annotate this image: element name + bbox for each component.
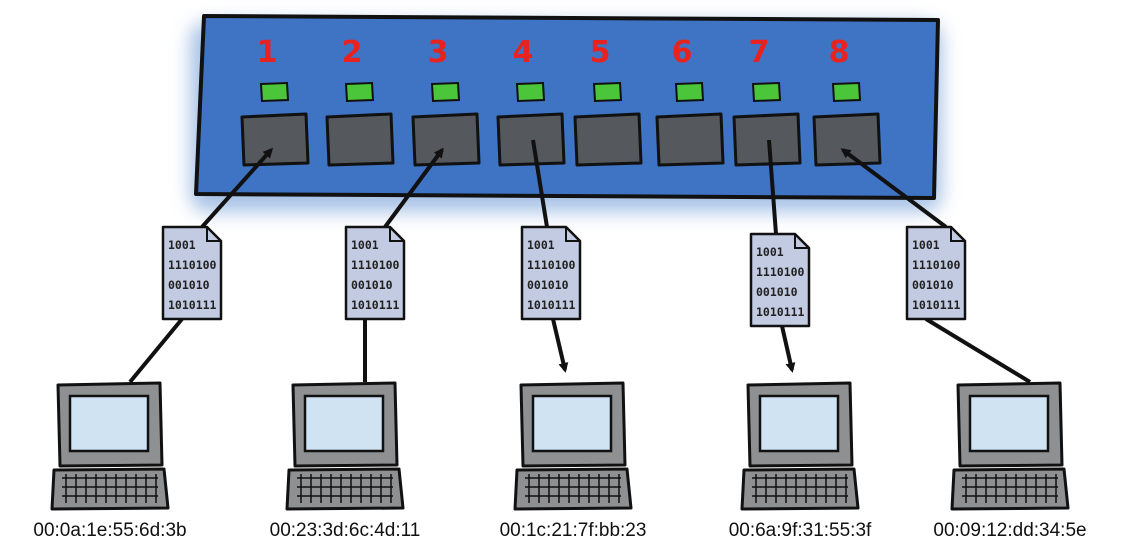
monitor-screen xyxy=(968,394,1050,453)
frame-bits: 001010 xyxy=(351,278,393,292)
port-number: 8 xyxy=(829,35,850,70)
port-socket xyxy=(325,112,395,167)
port-socket xyxy=(732,112,802,167)
cable xyxy=(924,317,1032,384)
mac-address-label: 00:6a:9f:31:55:3f xyxy=(728,520,872,541)
link-port-7: 1001 1110100 001010 1010111 xyxy=(749,139,811,373)
computer xyxy=(740,381,860,511)
switch-port-4: 4 xyxy=(496,35,566,167)
frame-bits: 1110100 xyxy=(756,265,805,279)
port-socket xyxy=(655,112,725,167)
computer xyxy=(950,381,1070,511)
link-port-3: 1001 1110100 001010 1010111 xyxy=(344,147,444,382)
port-led xyxy=(515,81,546,103)
switch-port-7: 7 xyxy=(732,35,802,167)
frame-bits: 1110100 xyxy=(168,258,217,272)
cable xyxy=(531,139,549,228)
port-led xyxy=(751,81,782,103)
monitor-screen xyxy=(303,394,385,453)
keyboard xyxy=(285,467,405,511)
mac-address-label: 00:1c:21:7f:bb:23 xyxy=(499,520,647,541)
arrow-to-computer xyxy=(551,318,569,373)
frame-bits: 001010 xyxy=(756,285,798,299)
port-number: 7 xyxy=(749,35,770,70)
computer xyxy=(50,381,170,511)
port-led xyxy=(831,81,862,103)
data-frame: 1001 1110100 001010 1010111 xyxy=(344,225,406,321)
port-number: 1 xyxy=(257,35,278,70)
switch-port-8: 8 xyxy=(812,35,882,167)
port-led xyxy=(674,81,705,103)
port-number: 3 xyxy=(428,35,449,70)
port-number: 5 xyxy=(590,35,611,70)
port-socket xyxy=(573,112,643,167)
port-socket xyxy=(411,112,481,167)
mac-address-label: 00:0a:1e:55:6d:3b xyxy=(33,520,187,541)
keyboard xyxy=(50,467,170,511)
monitor-screen xyxy=(531,394,613,453)
switch-port-2: 2 xyxy=(325,35,395,167)
link-port-8: 1001 1110100 001010 1010111 xyxy=(840,148,1032,384)
frame-bits: 1110100 xyxy=(912,258,961,272)
frame-bits: 001010 xyxy=(912,278,954,292)
keyboard xyxy=(740,467,860,511)
frame-bits: 001010 xyxy=(527,278,569,292)
arrow-to-switch xyxy=(840,148,948,229)
port-socket xyxy=(812,112,882,167)
frame-bits: 1001 xyxy=(168,238,196,252)
switch-port-3: 3 xyxy=(411,35,481,167)
port-number: 2 xyxy=(342,35,363,70)
port-led xyxy=(259,81,290,103)
frame-bits: 1110100 xyxy=(351,258,400,272)
frame-bits: 1001 xyxy=(756,245,784,259)
cable xyxy=(128,317,184,384)
mac-address-label: 00:23:3d:6c:4d:11 xyxy=(269,520,421,541)
link-port-1: 1001 1110100 001010 1010111 xyxy=(128,147,274,384)
port-socket xyxy=(240,112,310,167)
keyboard xyxy=(950,467,1070,511)
computer xyxy=(513,381,633,511)
link-port-4: 1001 1110100 001010 1010111 xyxy=(520,139,582,373)
port-number: 4 xyxy=(513,35,534,70)
arrow-to-computer xyxy=(780,325,796,373)
frame-bits: 1010111 xyxy=(756,305,805,319)
mac-address-label: 00:09:12:dd:34:5e xyxy=(933,520,1087,541)
frame-bits: 1010111 xyxy=(168,298,217,312)
computer xyxy=(285,381,405,511)
port-led xyxy=(430,81,461,103)
switch-body xyxy=(194,14,940,200)
switch-port-1: 1 xyxy=(240,35,310,167)
port-led xyxy=(592,81,623,103)
monitor-screen xyxy=(758,394,840,453)
frame-bits: 1010111 xyxy=(527,298,576,312)
switch-port-5: 5 xyxy=(573,35,643,167)
network-switch: 1 2 3 4 5 6 7 8 xyxy=(190,14,942,212)
cable xyxy=(767,139,778,235)
data-frame: 1001 1110100 001010 1010111 xyxy=(520,225,582,321)
frame-bits: 1001 xyxy=(351,238,379,252)
frame-bits: 1110100 xyxy=(527,258,576,272)
port-led xyxy=(344,81,375,103)
frame-bits: 1001 xyxy=(912,238,940,252)
monitor-screen xyxy=(68,394,150,453)
frame-bits: 1010111 xyxy=(351,298,400,312)
frame-bits: 001010 xyxy=(168,278,210,292)
port-socket xyxy=(496,112,566,167)
arrow-to-switch xyxy=(383,147,444,229)
frame-bits: 1001 xyxy=(527,238,555,252)
frame-bits: 1010111 xyxy=(912,298,961,312)
switch-port-6: 6 xyxy=(655,35,725,167)
data-frame: 1001 1110100 001010 1010111 xyxy=(905,225,967,321)
data-frame: 1001 1110100 001010 1010111 xyxy=(161,225,223,321)
port-number: 6 xyxy=(672,35,693,70)
keyboard xyxy=(513,467,633,511)
data-frame: 1001 1110100 001010 1010111 xyxy=(749,232,811,328)
arrow-to-switch xyxy=(200,147,274,229)
